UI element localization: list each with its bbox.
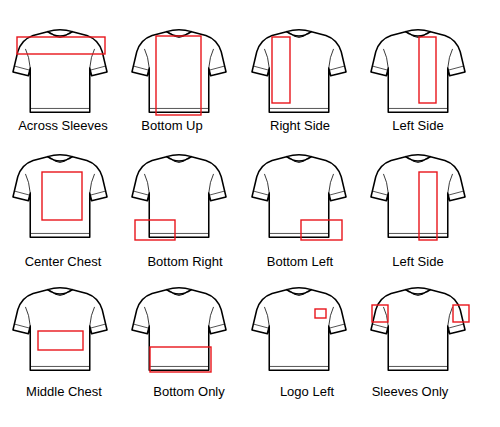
- print-area: [38, 331, 83, 350]
- print-area: [42, 172, 82, 220]
- placement-label: Sleeves Only: [372, 384, 449, 399]
- print-area: [135, 220, 175, 240]
- tshirt: [13, 288, 107, 371]
- print-area: [453, 305, 469, 322]
- placement-label: Across Sleeves: [18, 118, 108, 133]
- placement-label: Center Chest: [25, 254, 102, 269]
- tshirt: [13, 30, 107, 113]
- print-area: [150, 347, 211, 372]
- tshirt: [252, 30, 346, 113]
- placement-label: Right Side: [270, 118, 330, 133]
- placement-label: Bottom Right: [147, 254, 222, 269]
- placement-label: Bottom Up: [141, 118, 202, 133]
- placement-label: Logo Left: [280, 384, 334, 399]
- tshirt: [13, 155, 107, 238]
- tshirt: [371, 155, 465, 238]
- print-area: [156, 36, 201, 115]
- tshirt: [132, 30, 226, 113]
- placement-label: Left Side: [392, 254, 443, 269]
- tshirt: [252, 288, 346, 371]
- print-area: [315, 309, 326, 318]
- print-area: [419, 172, 437, 240]
- print-area: [419, 37, 436, 103]
- tshirt: [371, 288, 465, 371]
- print-area: [301, 220, 342, 240]
- tshirt: [252, 155, 346, 238]
- placement-label: Left Side: [392, 118, 443, 133]
- print-area: [272, 37, 290, 103]
- tshirt: [132, 288, 226, 371]
- tshirt: [132, 155, 226, 238]
- placement-label: Middle Chest: [26, 384, 102, 399]
- tshirt: [371, 30, 465, 113]
- placement-label: Bottom Only: [153, 384, 225, 399]
- placement-label: Bottom Left: [267, 254, 333, 269]
- print-area: [372, 305, 388, 322]
- print-area: [17, 37, 105, 54]
